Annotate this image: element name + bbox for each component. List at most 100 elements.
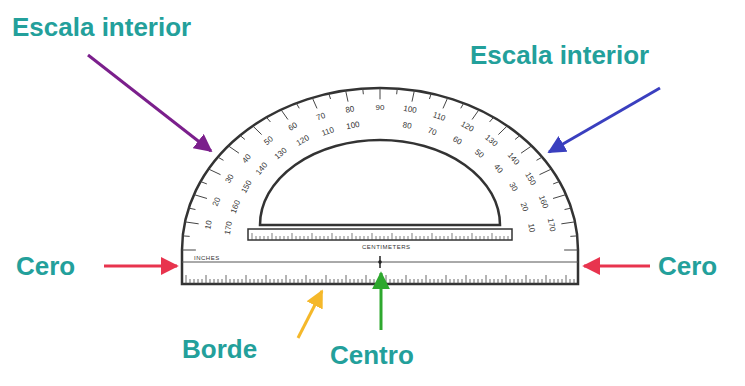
scale-number: 60 xyxy=(451,136,463,147)
ruler-tick xyxy=(534,279,535,284)
ruler-tick xyxy=(506,275,507,284)
ruler-tick xyxy=(276,236,277,240)
degree-tick xyxy=(209,169,221,175)
ruler-tick xyxy=(412,233,413,240)
ruler-tick xyxy=(418,279,419,284)
ruler-tick xyxy=(348,236,349,240)
ruler-tick xyxy=(396,236,397,240)
ruler-tick xyxy=(502,279,503,284)
ruler-tick xyxy=(214,279,215,284)
scale-number: 70 xyxy=(427,127,438,138)
inner-cutout xyxy=(260,140,500,225)
ruler-tick xyxy=(294,279,295,284)
scale-number: 40 xyxy=(241,153,253,165)
ruler-tick xyxy=(478,279,479,284)
ruler-tick xyxy=(432,233,433,240)
degree-tick xyxy=(553,195,566,199)
scale-number: 110 xyxy=(320,126,335,138)
ruler-tick xyxy=(468,236,469,240)
ruler-tick xyxy=(538,279,539,284)
ruler-tick xyxy=(306,275,307,284)
ruler-text: INCHES xyxy=(194,255,220,261)
degree-tick xyxy=(565,208,572,209)
degree-tick xyxy=(521,146,532,153)
degree-tick xyxy=(182,250,196,251)
ruler-tick xyxy=(398,279,399,284)
degree-tick xyxy=(281,110,288,120)
ruler-tick xyxy=(210,279,211,284)
ruler-tick xyxy=(368,236,369,240)
ruler-tick xyxy=(522,279,523,284)
ruler-tick xyxy=(386,275,387,284)
degree-tick xyxy=(570,235,577,236)
scale-number: 70 xyxy=(315,112,326,123)
degree-tick xyxy=(537,157,543,160)
part-label: Cero xyxy=(658,253,717,279)
ruler-tick xyxy=(346,275,347,284)
ruler-tick xyxy=(186,275,187,284)
scale-number: 130 xyxy=(484,134,499,149)
degree-tick xyxy=(346,90,348,101)
ruler-tick xyxy=(278,279,279,284)
leader-arrow xyxy=(380,273,383,330)
ruler-tick xyxy=(366,275,367,284)
ruler-tick xyxy=(202,279,203,284)
degree-tick xyxy=(429,94,431,99)
scale-number: 150 xyxy=(240,179,254,195)
ruler-tick xyxy=(312,233,313,240)
ruler-tick xyxy=(258,279,259,284)
ruler-tick xyxy=(420,236,421,240)
ruler-tick xyxy=(304,236,305,240)
ruler-tick xyxy=(530,279,531,284)
scale-number: 140 xyxy=(255,162,270,177)
ruler-tick xyxy=(254,279,255,284)
degree-tick xyxy=(240,135,245,139)
ruler-tick xyxy=(290,279,291,284)
ruler-tick xyxy=(330,279,331,284)
ruler-tick xyxy=(558,279,559,284)
scale-number: 50 xyxy=(263,135,275,147)
ruler-tick xyxy=(400,236,401,240)
ruler-tick xyxy=(282,279,283,284)
ruler-tick xyxy=(226,275,227,284)
ruler-tick xyxy=(550,279,551,284)
ruler-tick xyxy=(546,275,547,284)
ruler-tick xyxy=(482,279,483,284)
degree-tick xyxy=(553,182,559,184)
ruler-tick xyxy=(250,279,251,284)
ruler-tick xyxy=(262,279,263,284)
ruler-tick xyxy=(480,236,481,240)
ruler-tick xyxy=(426,275,427,284)
ruler-tick xyxy=(388,236,389,240)
ruler-tick xyxy=(358,279,359,284)
ruler-tick xyxy=(462,279,463,284)
ruler-tick xyxy=(470,279,471,284)
ruler-tick xyxy=(510,279,511,284)
degree-tick xyxy=(201,182,207,184)
degree-tick xyxy=(472,110,479,120)
degree-tick xyxy=(329,94,331,99)
ruler-tick xyxy=(326,275,327,284)
ruler-tick xyxy=(496,236,497,240)
degree-tick xyxy=(253,126,262,135)
ruler-tick xyxy=(302,279,303,284)
ruler-tick xyxy=(402,279,403,284)
ruler-tick xyxy=(288,236,289,240)
ruler-tick xyxy=(518,279,519,284)
ruler-tick xyxy=(316,236,317,240)
ruler-tick xyxy=(542,279,543,284)
ruler-tick xyxy=(384,236,385,240)
degree-tick xyxy=(266,117,270,122)
ruler-tick xyxy=(376,236,377,240)
degree-tick xyxy=(498,126,507,135)
scale-ticks xyxy=(182,88,578,284)
ruler-tick xyxy=(324,236,325,240)
ruler-tick xyxy=(300,236,301,240)
ruler-tick xyxy=(318,279,319,284)
ruler-tick xyxy=(570,279,571,284)
scale-number: 40 xyxy=(492,163,504,175)
ruler-tick xyxy=(332,233,333,240)
ruler-tick xyxy=(442,279,443,284)
